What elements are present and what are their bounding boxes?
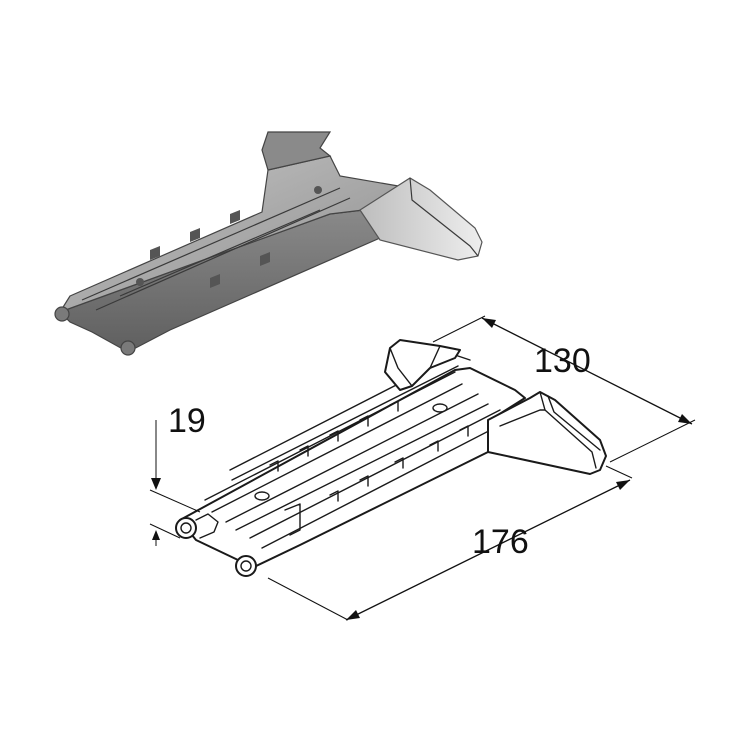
dimension-height-19: 19 (149, 402, 206, 546)
shaded-back-tab (261, 131, 332, 171)
rail-end-upper (175, 517, 197, 539)
rail-end-lower (235, 555, 257, 577)
line-front-wedge (487, 391, 607, 475)
hole-rear (432, 403, 448, 413)
dimension-width-130: 130 (432, 315, 696, 463)
dimension-label-width: 130 (534, 342, 591, 380)
shaded-front-wedge (359, 177, 483, 261)
dimension-label-height: 19 (168, 402, 206, 440)
dimension-label-length: 176 (472, 523, 529, 561)
line-back-tab (384, 339, 461, 391)
line-drawing-view (175, 339, 607, 577)
dimension-length-176: 176 (267, 465, 633, 621)
shaded-part-view (54, 131, 483, 356)
hole-front (254, 491, 270, 501)
